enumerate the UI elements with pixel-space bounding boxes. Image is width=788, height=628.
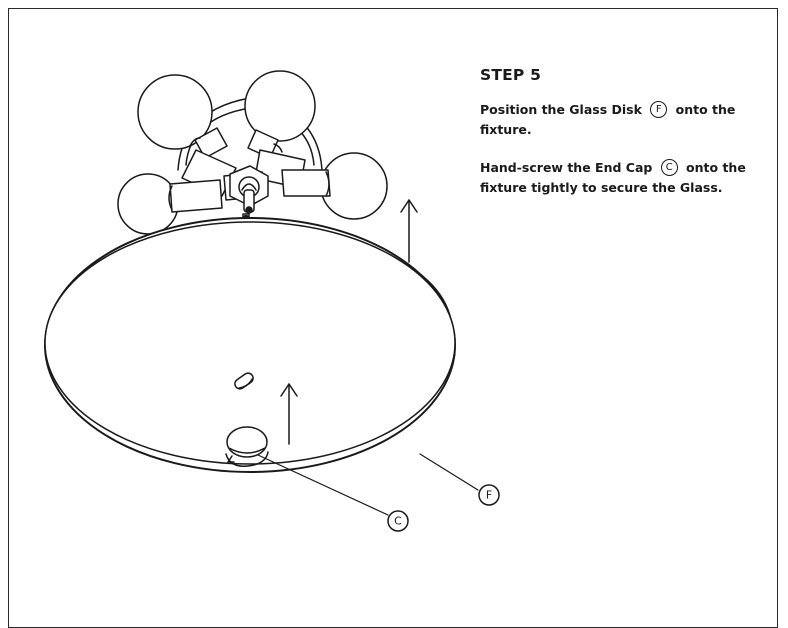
glass-disk [44, 217, 456, 473]
callout-f-label: F [486, 489, 492, 502]
callout-c-label: C [394, 515, 402, 528]
instruction-2-text-before: Hand-screw the End Cap [480, 160, 653, 175]
bulb-globe-right [320, 152, 388, 220]
bulb-globe-top-left [137, 74, 213, 150]
instruction-2-text-after: onto the fixture tightly to secure the G… [480, 160, 746, 195]
instructions-panel: STEP 5 Position the Glass Disk F onto th… [480, 66, 770, 216]
step-title: STEP 5 [480, 66, 542, 84]
up-arrow-center [280, 383, 298, 445]
part-badge-f: F [650, 101, 668, 118]
instruction-1-text-before: Position the Glass Disk [480, 102, 642, 117]
bulb-globe-top-right [244, 70, 316, 142]
mounting-slot [234, 372, 254, 390]
instruction-1-text-after: onto the fixture. [480, 102, 736, 137]
part-badge-c: C [660, 159, 678, 176]
callout-c-circle [387, 510, 409, 532]
callout-f-circle [478, 484, 500, 506]
light-fixture [117, 70, 388, 235]
instruction-glass-disk: Position the Glass Disk F onto the fixtu… [480, 100, 770, 140]
up-arrow-right [400, 199, 418, 263]
fixture-illustration: F C [44, 70, 500, 532]
end-cap [225, 426, 269, 467]
instruction-end-cap: Hand-screw the End Cap C onto the fixtur… [480, 158, 770, 198]
